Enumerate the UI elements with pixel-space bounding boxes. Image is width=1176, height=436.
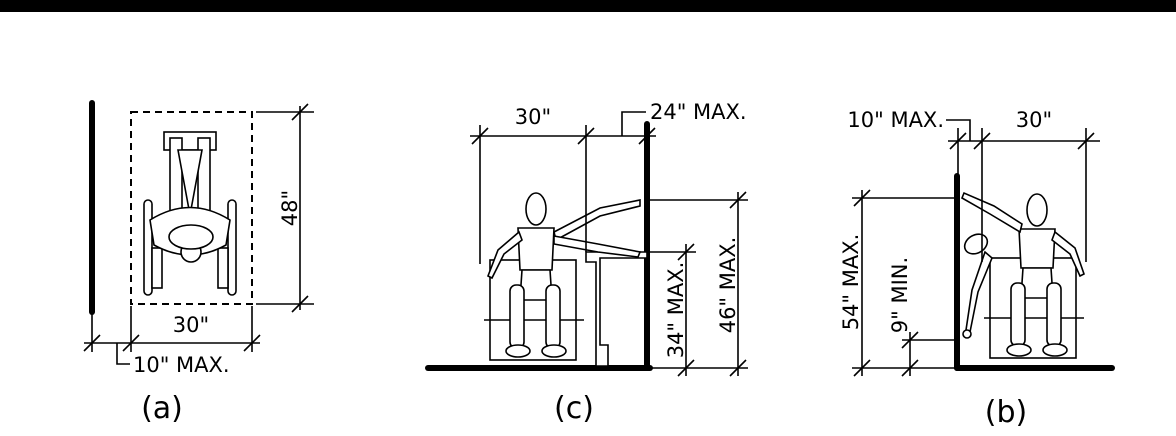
- clear-floor-space: [130, 111, 253, 305]
- top-border-bar: [0, 0, 1176, 12]
- seated-person-icon: [484, 192, 642, 361]
- seated-person-icon: [960, 191, 1085, 359]
- dim-24-max-label: 24" MAX.: [650, 100, 747, 124]
- caption-c: (c): [554, 391, 594, 426]
- panel-b: 10" MAX. 30" 54" MAX. 9" MIN. (b): [839, 108, 1115, 430]
- dim-10-max-label: 10" MAX.: [847, 108, 944, 132]
- caption-a: (a): [141, 391, 183, 426]
- wheelchair-plan-icon: [143, 131, 237, 296]
- dim-30-label: 30": [173, 313, 209, 337]
- dim-54-max-label: 54" MAX.: [839, 234, 863, 331]
- caption-b: (b): [985, 395, 1027, 430]
- panel-a: 48" 30" 10" MAX. (a): [83, 100, 314, 426]
- dim-9-min-label: 9" MIN.: [888, 257, 912, 333]
- dim-34-max-label: 34" MAX.: [664, 262, 688, 359]
- counter-obstruction: [585, 251, 648, 367]
- dim-10-max-label: 10" MAX.: [133, 353, 230, 377]
- dim-30-label: 30": [515, 105, 551, 129]
- dim-48-label: 48": [278, 190, 302, 226]
- dim-46-max-label: 46" MAX.: [716, 237, 740, 334]
- dim-30-label: 30": [1016, 108, 1052, 132]
- panel-c: 30" 24" MAX. 34" MAX. 46" MAX. (c): [425, 100, 748, 426]
